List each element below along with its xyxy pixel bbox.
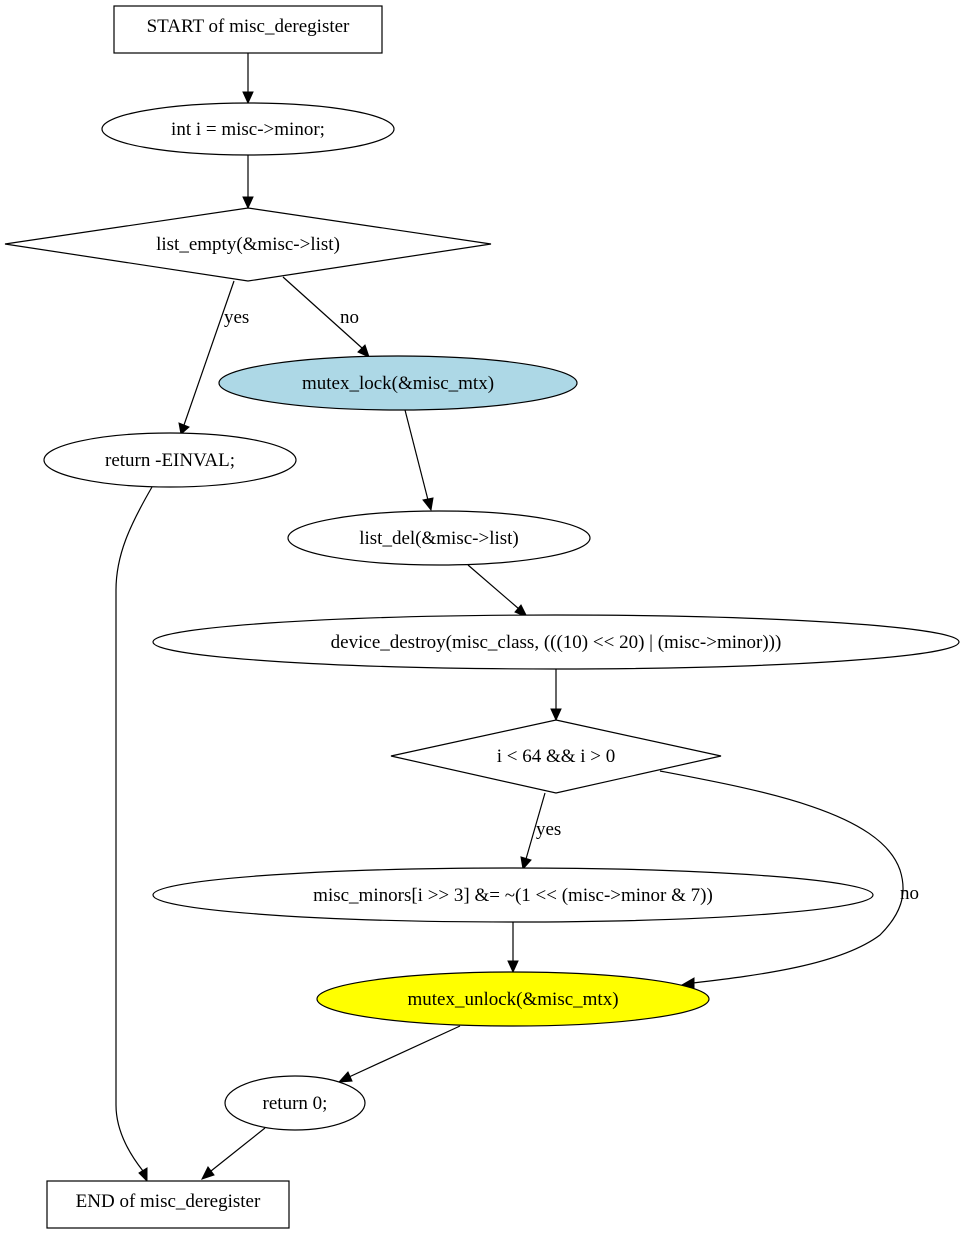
range-diamond: [390, 719, 722, 794]
node-mutex-unlock[interactable]: mutex_unlock(&misc_mtx): [316, 971, 710, 1027]
start-label: START of misc_deregister: [147, 16, 350, 37]
device-destroy-ellipse: [152, 614, 960, 670]
end-box: [46, 1180, 290, 1229]
node-return-einval[interactable]: return -EINVAL;: [43, 432, 297, 488]
edge-lock-to-list-del: [404, 409, 429, 501]
arrowhead: [138, 1167, 148, 1183]
arrowhead: [507, 960, 519, 974]
mutex-lock-ellipse: [218, 355, 578, 411]
list-del-label: list_del(&misc->list): [359, 528, 519, 549]
node-end[interactable]: END of misc_deregister: [46, 1180, 290, 1229]
return-einval-label: return -EINVAL;: [105, 450, 235, 471]
edge-label-range-yes: yes: [536, 819, 561, 840]
mutex-unlock-label: mutex_unlock(&misc_mtx): [407, 989, 618, 1010]
list-empty-label: list_empty(&misc->list): [156, 234, 340, 255]
node-cond-range[interactable]: i < 64 && i > 0: [390, 719, 722, 794]
return-einval-ellipse: [43, 432, 297, 488]
node-device-destroy[interactable]: device_destroy(misc_class, (((10) << 20)…: [152, 614, 960, 670]
edge-list-del-to-destroy: [467, 564, 520, 610]
node-list-del[interactable]: list_del(&misc->list): [287, 510, 591, 566]
arrowhead: [422, 497, 434, 512]
minors-clear-ellipse: [152, 867, 874, 923]
edge-label-list-empty-yes: yes: [224, 307, 249, 328]
node-assign-i[interactable]: int i = misc->minor;: [101, 102, 395, 156]
edge-range-no: [659, 770, 904, 984]
arrowhead: [550, 708, 562, 722]
edge-range-yes: [525, 792, 546, 860]
mutex-lock-label: mutex_lock(&misc_mtx): [302, 373, 494, 394]
edge-labels: yes no yes no: [224, 307, 919, 904]
node-start[interactable]: START of misc_deregister: [113, 5, 383, 54]
arrowhead: [337, 1071, 353, 1083]
edge-label-range-no: no: [900, 883, 919, 904]
return-zero-ellipse: [224, 1075, 366, 1131]
node-mutex-lock[interactable]: mutex_lock(&misc_mtx): [218, 355, 578, 411]
mutex-unlock-ellipse: [316, 971, 710, 1027]
minors-clear-label: misc_minors[i >> 3] &= ~(1 << (misc->min…: [313, 885, 713, 906]
arrowhead: [178, 422, 190, 435]
arrowhead: [242, 196, 254, 210]
node-return-zero[interactable]: return 0;: [224, 1075, 366, 1131]
edge-return-to-end: [210, 1127, 266, 1172]
node-minors-clear[interactable]: misc_minors[i >> 3] &= ~(1 << (misc->min…: [152, 867, 874, 923]
nodes: START of misc_deregister int i = misc->m…: [4, 5, 960, 1229]
arrowhead: [357, 344, 370, 358]
arrowhead: [201, 1166, 215, 1180]
edge-einval-to-end: [115, 486, 153, 1172]
edge-list-empty-no: [282, 276, 363, 349]
assign-i-label: int i = misc->minor;: [171, 119, 325, 140]
edge-list-empty-yes: [183, 280, 235, 426]
assign-i-ellipse: [101, 102, 395, 156]
end-label: END of misc_deregister: [76, 1191, 261, 1212]
range-label: i < 64 && i > 0: [497, 746, 616, 767]
edge-unlock-to-return: [348, 1025, 461, 1078]
list-empty-diamond: [4, 207, 492, 282]
return-zero-label: return 0;: [263, 1093, 328, 1114]
start-box: [113, 5, 383, 54]
arrowhead: [242, 91, 254, 105]
list-del-ellipse: [287, 510, 591, 566]
edge-label-list-empty-no: no: [340, 307, 359, 328]
node-cond-list-empty[interactable]: list_empty(&misc->list): [4, 207, 492, 282]
arrowhead: [520, 856, 532, 871]
device-destroy-label: device_destroy(misc_class, (((10) << 20)…: [331, 632, 782, 653]
